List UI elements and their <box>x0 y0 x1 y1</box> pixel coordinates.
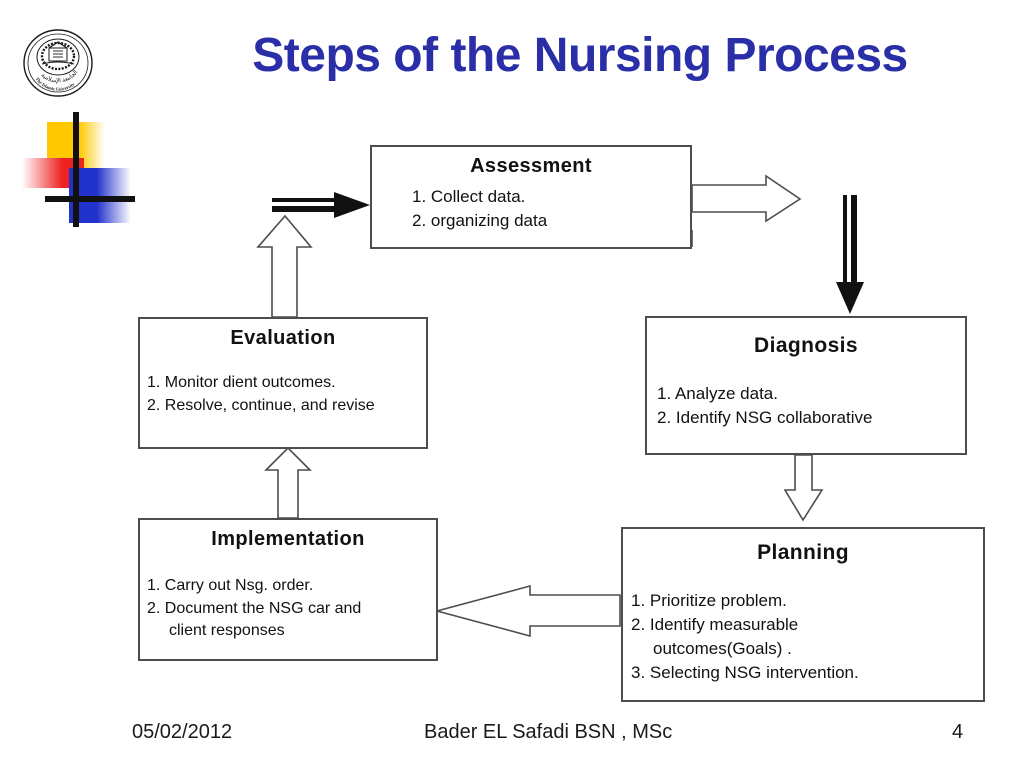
box-implementation-title: Implementation <box>211 528 365 550</box>
footer-author: Bader EL Safadi BSN , MSc <box>424 721 673 743</box>
horizontal-black-bar <box>45 196 135 202</box>
box-assessment-items: 1. Collect data. 2. organizing data <box>412 185 690 233</box>
list-item: 2. Document the NSG car and <box>147 599 362 617</box>
list-item: 2. Identify NSG collaborative <box>657 408 873 428</box>
footer-date: 05/02/2012 <box>132 721 233 743</box>
box-planning-items: 1. Prioritize problem. 2. Identify measu… <box>631 589 983 686</box>
list-item: 2. organizing data <box>412 211 548 231</box>
box-evaluation[interactable]: Evaluation 1. Monitor dient outcomes. 2.… <box>138 317 428 449</box>
box-implementation[interactable]: Implementation 1. Carry out Nsg. order. … <box>138 518 438 661</box>
box-planning-title: Planning <box>757 541 849 564</box>
arrow-diagnosis-to-planning <box>783 454 824 522</box>
box-evaluation-items: 1. Monitor dient outcomes. 2. Resolve, c… <box>147 372 426 417</box>
box-assessment-title: Assessment <box>470 155 592 177</box>
list-item: 1. Prioritize problem. <box>631 591 787 610</box>
blue-square <box>69 168 131 223</box>
arrow-down-to-diagnosis <box>836 195 864 314</box>
arrow-planning-to-implementation <box>433 584 621 638</box>
list-item: 1. Collect data. <box>412 187 526 206</box>
box-diagnosis-title: Diagnosis <box>754 334 858 357</box>
arrow-evaluation-to-assessment <box>256 214 313 318</box>
list-item: 2. Identify measurable <box>631 615 799 635</box>
arrow-entry-to-assessment <box>272 192 370 218</box>
box-diagnosis-items: 1. Analyze data. 2. Identify NSG collabo… <box>657 382 965 430</box>
list-item: 3. Selecting NSG intervention. <box>631 663 859 683</box>
page-title: Steps of the Nursing Process <box>252 29 908 82</box>
university-seal-logo: الجامعة الإسلامية The Islamic University <box>22 27 94 99</box>
box-assessment[interactable]: Assessment 1. Collect data. 2. organizin… <box>370 145 692 249</box>
list-item: 2. Resolve, continue, and revise <box>147 396 375 414</box>
list-item: 1. Monitor dient outcomes. <box>147 374 336 391</box>
footer-page-number: 4 <box>952 721 964 743</box>
box-evaluation-title: Evaluation <box>230 327 336 349</box>
arrow-implementation-to-evaluation <box>264 446 312 519</box>
list-item: 1. Analyze data. <box>657 384 778 403</box>
list-item: outcomes(Goals) . <box>653 639 792 659</box>
box-implementation-items: 1. Carry out Nsg. order. 2. Document the… <box>147 575 436 643</box>
box-planning[interactable]: Planning 1. Prioritize problem. 2. Ident… <box>621 527 985 702</box>
list-item: 1. Carry out Nsg. order. <box>147 577 314 594</box>
decorative-color-blocks <box>12 110 152 230</box>
arrow-assessment-to-diagnosis <box>691 174 802 247</box>
box-diagnosis[interactable]: Diagnosis 1. Analyze data. 2. Identify N… <box>645 316 967 455</box>
vertical-black-bar <box>73 112 79 227</box>
list-item: client responses <box>169 622 285 640</box>
